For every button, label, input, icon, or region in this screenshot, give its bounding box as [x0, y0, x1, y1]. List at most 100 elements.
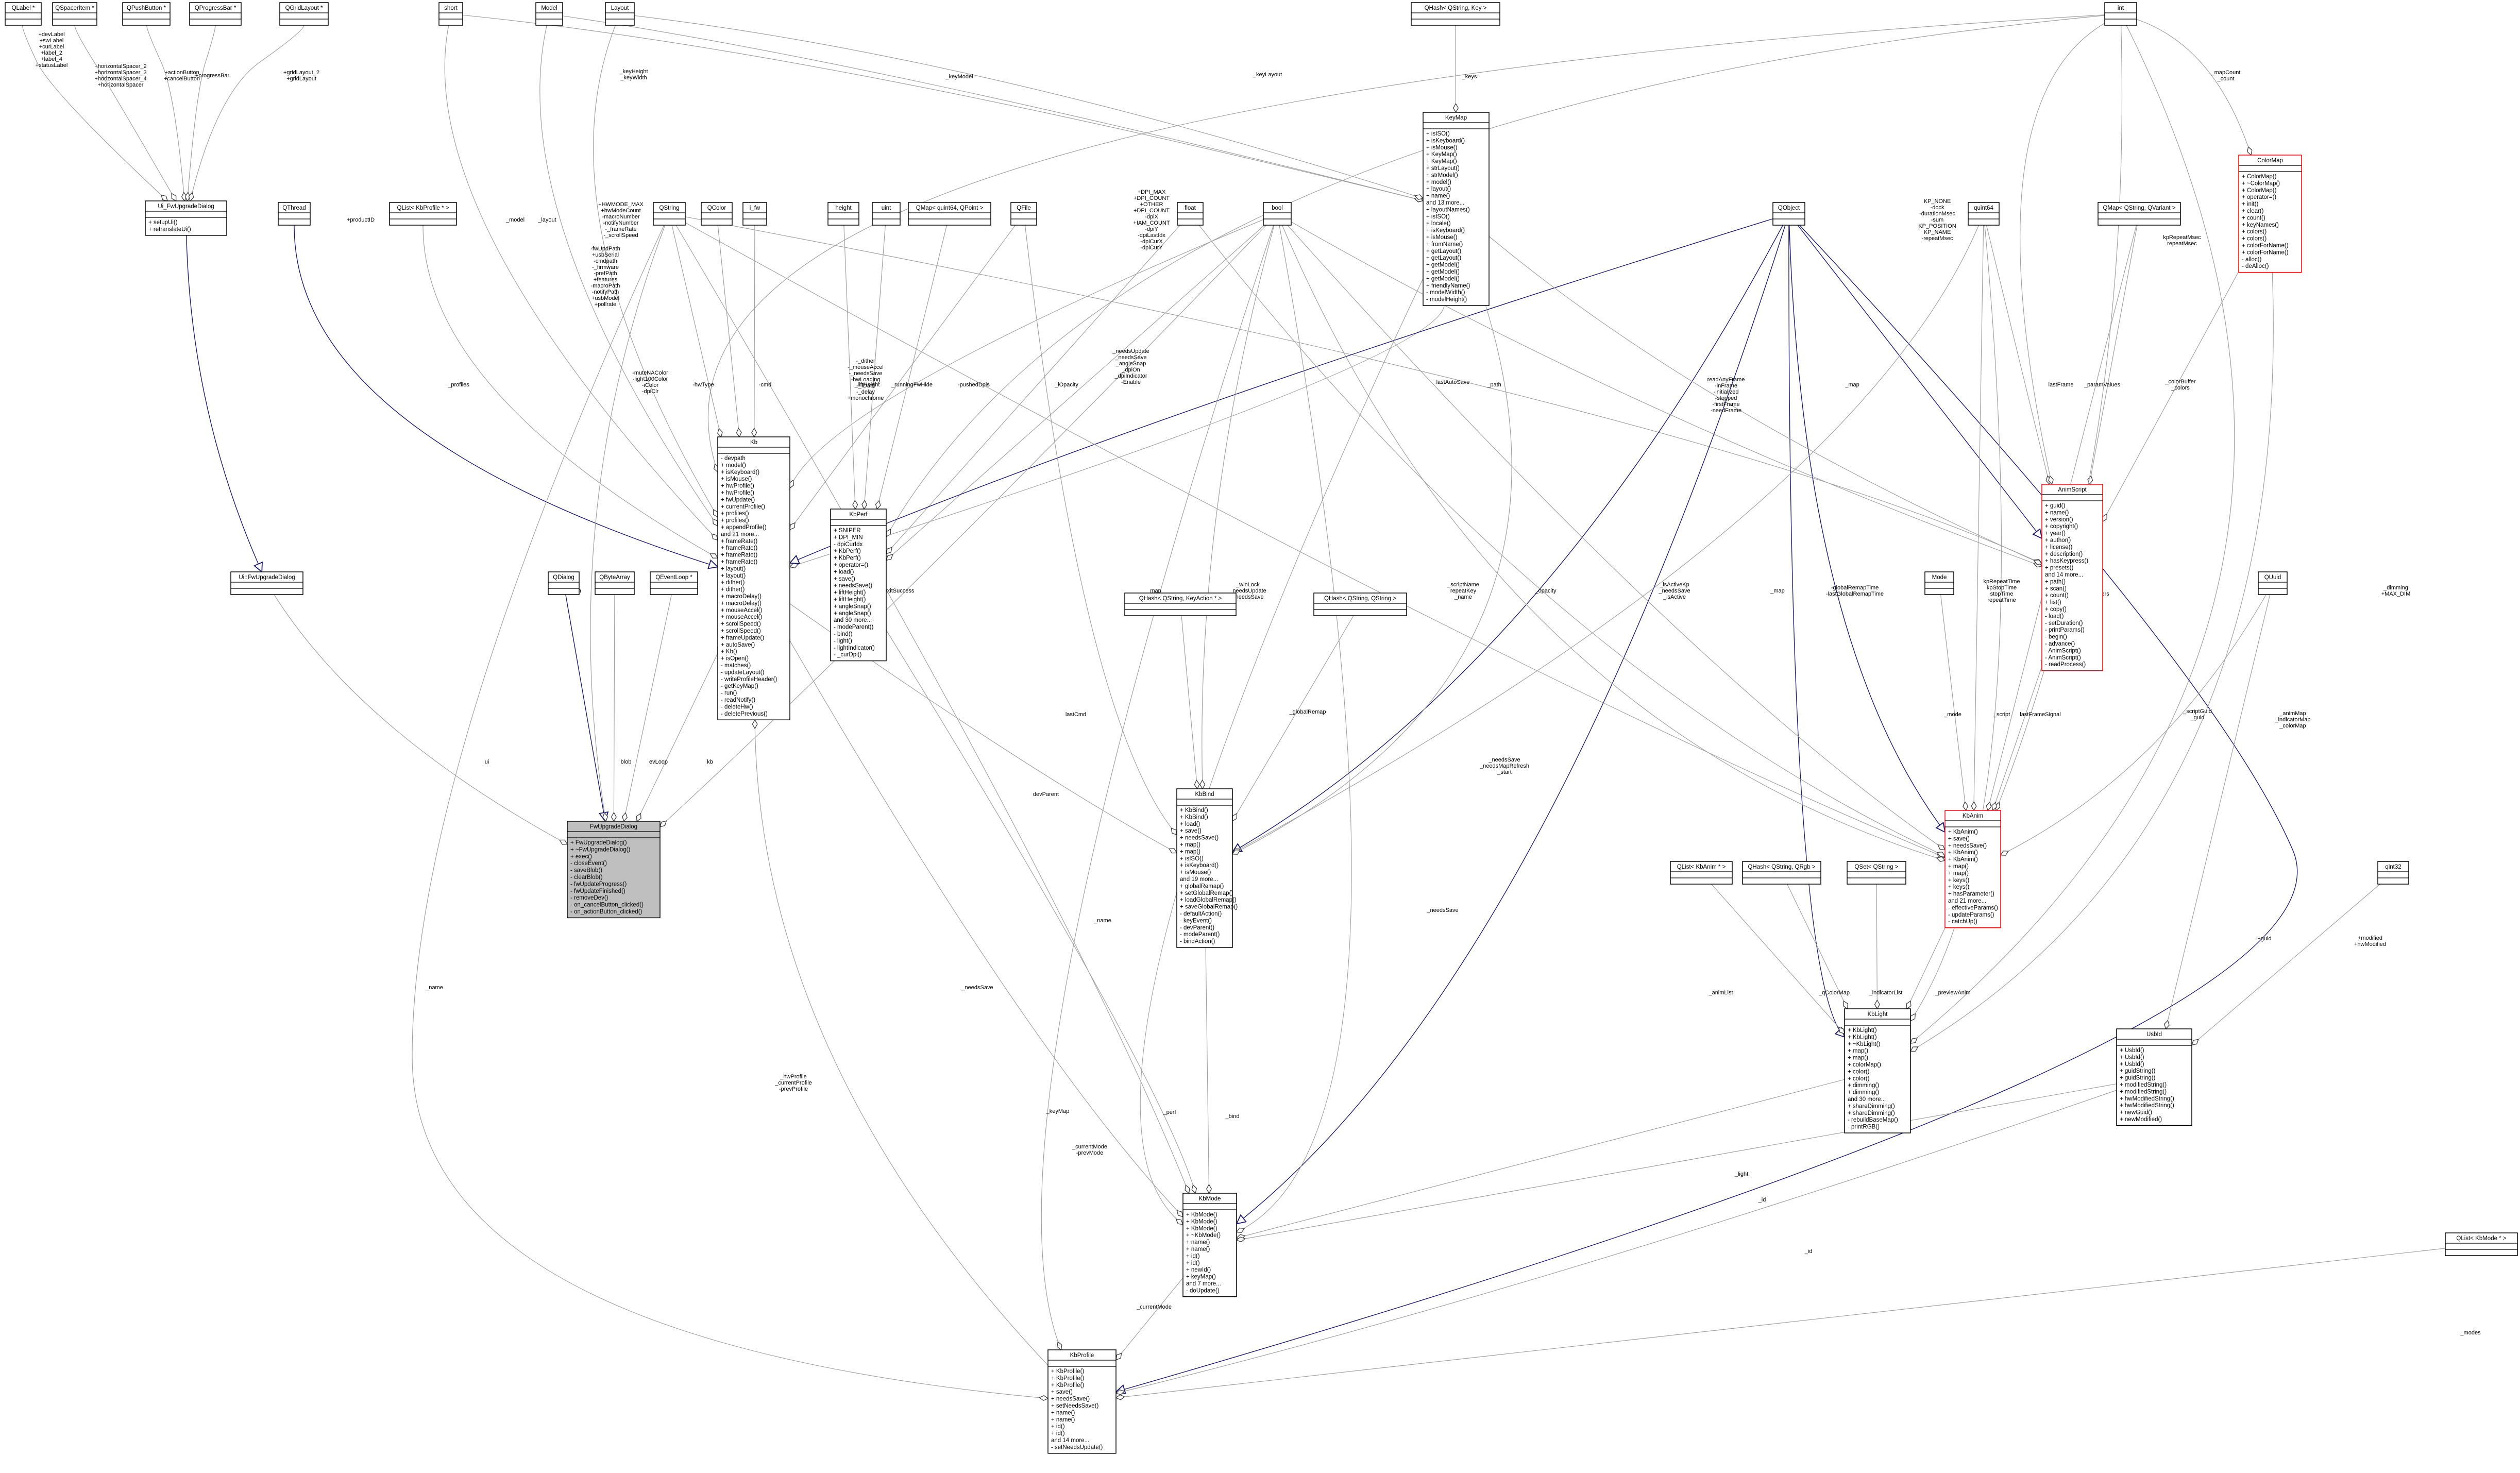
class-member: - rebuildBaseMap() — [1848, 1117, 1898, 1123]
class-member: + angleSnap() — [834, 603, 871, 609]
class-box — [1847, 861, 1906, 885]
class-member: + getLayout() — [1426, 255, 1461, 261]
class-node-usbid[interactable]: UsbId+ UsbId()+ UsbId()+ UsbId()+ guidSt… — [2116, 1028, 2192, 1126]
class-node-kbanim[interactable]: KbAnim+ KbAnim()+ save()+ needsSave()+ K… — [1944, 810, 2001, 928]
class-member: - effectiveParams() — [1948, 905, 1998, 911]
collaboration-edge — [2166, 595, 2270, 1029]
class-node-qgridlayout[interactable]: QGridLayout * — [279, 2, 329, 26]
class-member: and 21 more... — [1948, 898, 1986, 904]
class-node-bool[interactable]: bool — [1263, 202, 1292, 226]
collaboration-edge — [1993, 667, 2042, 810]
class-node-colormap[interactable]: ColorMap+ ColorMap()+ ~ColorMap()+ Color… — [2238, 155, 2302, 273]
class-node-kblight[interactable]: KbLight+ KbLight()+ KbLight()+ ~KbLight(… — [1844, 1008, 1911, 1133]
class-member: - clearBlob() — [570, 874, 603, 881]
edge-label-paramvalues: _paramValues — [2084, 382, 2121, 388]
class-member: + name() — [1186, 1246, 1210, 1252]
class-node-qpushbutton[interactable]: QPushButton * — [122, 2, 171, 26]
class-node-kbbind[interactable]: KbBind+ KbBind()+ KbBind()+ load()+ save… — [1176, 788, 1238, 948]
class-node-qhash-qstring[interactable]: QHash< QString, QString > — [1313, 592, 1407, 616]
class-box — [1924, 571, 1954, 595]
class-node-animscript[interactable]: AnimScript+ guid()+ name()+ version()+ c… — [2041, 484, 2103, 671]
edge-label-readanyframe: readAnyFrame-inFrame-initialized-stopped… — [1707, 377, 1745, 414]
class-member: + isKeyboard() — [1426, 138, 1465, 144]
class-node-qlist-kbprofile[interactable]: QList< KbProfile * > — [389, 202, 457, 226]
collaboration-edge — [1974, 225, 1984, 810]
class-title: short — [444, 5, 458, 11]
class-node-kbmode[interactable]: KbMode+ KbMode()+ KbMode()+ KbMode()+ ~K… — [1182, 1193, 1237, 1297]
class-node-short[interactable]: short — [438, 2, 463, 26]
class-node-qlist-kbanim[interactable]: QList< KbAnim * > — [1670, 861, 1733, 885]
class-member: + name() — [2045, 510, 2069, 516]
class-node-quint64[interactable]: quint64 — [1968, 202, 2000, 226]
class-member: - saveBlob() — [570, 868, 602, 874]
edge-label-currentmode: _currentMode — [1136, 1304, 1172, 1310]
class-node-kbprofile[interactable]: KbProfile+ KbProfile()+ KbProfile()+ KbP… — [1047, 1349, 1117, 1454]
class-member: and 21 more... — [721, 531, 759, 537]
class-member: + KbPerf() — [834, 548, 861, 554]
edge-label-modes: _modes — [2460, 1330, 2481, 1336]
class-node-qbytearray[interactable]: QByteArray — [595, 571, 635, 595]
edge-label-profiles: _profiles — [447, 382, 469, 388]
class-member: + count() — [2045, 592, 2069, 599]
class-box — [1263, 202, 1292, 226]
class-title: QByteArray — [599, 574, 630, 581]
class-box — [872, 202, 901, 226]
class-member: + locale() — [1426, 221, 1451, 227]
class-node-qlist-kbmode[interactable]: QList< KbMode * > — [2445, 1232, 2518, 1256]
class-node-qthread[interactable]: QThread — [278, 202, 311, 226]
class-box — [145, 200, 227, 236]
class-node-int[interactable]: int — [2104, 2, 2137, 26]
class-node-qint32[interactable]: qint32 — [2377, 861, 2409, 885]
collaboration-edge — [1907, 928, 1945, 1009]
inheritance-edge — [565, 594, 605, 821]
collaboration-edge — [790, 219, 1263, 488]
class-box — [52, 2, 97, 26]
class-member: + isMouse() — [1426, 234, 1458, 241]
class-node-i-fw[interactable]: i_fw — [742, 202, 767, 226]
class-node-qlabel[interactable]: QLabel * — [5, 2, 42, 26]
class-member: + scrollSpeed() — [721, 621, 761, 628]
class-node-qmap-qpoint[interactable]: QMap< quint64, QPoint > — [908, 202, 991, 226]
class-node-layout[interactable]: Layout — [605, 2, 635, 26]
class-node-keymap[interactable]: KeyMap+ isISO()+ isKeyboard()+ isMouse()… — [1423, 112, 1490, 306]
edge-label-hwprofile: _hwProfile_currentProfile-prevProfile — [774, 1074, 812, 1092]
class-node-qhash-keyaction[interactable]: QHash< QString, KeyAction * > — [1124, 592, 1237, 616]
class-member: - _curDpi() — [834, 652, 861, 658]
class-node-kb[interactable]: Kb- devpath+ model()+ isKeyboard()+ isMo… — [717, 436, 790, 720]
edge-label-keymodel: _keyModel — [945, 74, 973, 80]
class-node-qeventloop[interactable]: QEventLoop * — [650, 571, 698, 595]
class-node-qobject[interactable]: QObject — [1772, 202, 1805, 226]
class-node-qprogressbar[interactable]: QProgressBar * — [189, 2, 242, 26]
class-node-qset-qstring[interactable]: QSet< QString > — [1847, 861, 1906, 885]
collaboration-edge — [563, 16, 1423, 200]
class-node-ui-fwupgradedialog-base[interactable]: Ui_FwUpgradeDialog+ setupUi()+ retransla… — [145, 200, 227, 236]
class-node-qmap-variant[interactable]: QMap< QString, QVariant > — [2098, 202, 2181, 226]
class-member: and 14 more... — [1051, 1437, 1089, 1444]
class-member: + mouseAccel() — [721, 607, 762, 614]
edge-label-scriptguid: _scriptGuid_guid — [2183, 708, 2212, 721]
edge-label-qpushbutton: +actionButton+cancelButton — [164, 70, 200, 82]
class-member: + copy() — [2045, 606, 2067, 613]
class-node-qhash-qrgb[interactable]: QHash< QString, QRgb > — [1742, 861, 1821, 885]
class-node-uint[interactable]: uint — [872, 202, 901, 226]
class-node-float[interactable]: float — [1177, 202, 1204, 226]
class-node-qspaceritem[interactable]: QSpacerItem * — [52, 2, 97, 26]
class-node-quuid[interactable]: QUuid — [2258, 571, 2288, 595]
class-member: + hasKeypress() — [2045, 558, 2088, 564]
class-node-qcolor[interactable]: QColor — [701, 202, 733, 226]
class-node-kbperf[interactable]: KbPerf+ SNIPER+ DPI_MIN- dpiCurIdx+ KbPe… — [830, 509, 887, 662]
class-node-qhash-key[interactable]: QHash< QString, Key > — [1411, 2, 1500, 26]
class-title: QGridLayout * — [285, 5, 323, 11]
class-node-qfile[interactable]: QFile — [1010, 202, 1037, 226]
class-node-qdialog[interactable]: QDialog — [548, 571, 580, 595]
class-node-height[interactable]: height — [827, 202, 859, 226]
class-member: + SNIPER — [834, 528, 861, 534]
class-node-ui-fwupgradedialog[interactable]: Ui::FwUpgradeDialog — [230, 571, 303, 595]
class-title: QFile — [1017, 205, 1030, 211]
class-node-qstring[interactable]: QString — [653, 202, 686, 226]
class-title: quint64 — [1974, 205, 1993, 211]
class-node-model[interactable]: Model — [535, 2, 563, 26]
class-node-fwupgradedialog[interactable]: FwUpgradeDialog+ FwUpgradeDialog()+ ~FwU… — [567, 821, 661, 919]
class-member: + shareDimming() — [1848, 1110, 1895, 1116]
class-node-mode[interactable]: Mode — [1924, 571, 1954, 595]
